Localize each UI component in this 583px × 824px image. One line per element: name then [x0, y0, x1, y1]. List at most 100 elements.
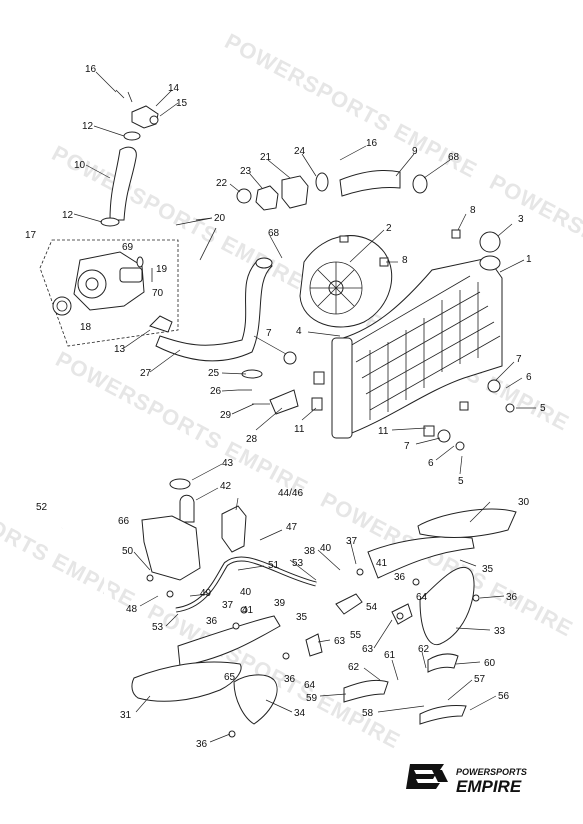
callout: 68 — [268, 228, 280, 239]
callout: 12 — [82, 121, 94, 132]
callout: 15 — [176, 98, 188, 109]
callout: 2 — [386, 223, 392, 234]
callout: 16 — [85, 64, 97, 75]
callout: 7 — [266, 328, 272, 339]
callout: 63 — [362, 644, 374, 655]
svg-text:POWERSPORTS EMPIRE: POWERSPORTS EMPIRE — [52, 346, 313, 500]
side-panel-34 — [233, 674, 278, 725]
callout: 20 — [214, 213, 226, 224]
callout: 36 — [284, 674, 296, 685]
fairing-31 — [131, 661, 242, 702]
coolant-hose-upper — [100, 146, 137, 227]
callout: 11 — [378, 426, 389, 437]
callout: 40 — [320, 543, 332, 554]
mounting-brackets — [305, 593, 467, 725]
callout: 41 — [242, 605, 254, 616]
callout: 49 — [200, 588, 212, 599]
callout: 66 — [118, 516, 130, 527]
callout: 8 — [470, 205, 476, 216]
callout: 36 — [506, 592, 518, 603]
callout: 36 — [394, 572, 406, 583]
callout: 37 — [222, 600, 234, 611]
callout: 58 — [362, 708, 374, 719]
callout: 28 — [246, 434, 258, 445]
callout: 48 — [126, 604, 138, 615]
bolts-20 — [175, 217, 217, 261]
callout: 10 — [74, 160, 86, 171]
callout: 42 — [220, 481, 232, 492]
callout: 38 — [304, 546, 316, 557]
callout: 7 — [516, 354, 522, 365]
callout: 68 — [448, 152, 460, 163]
callout: 1 — [526, 254, 532, 265]
side-panel-35 — [367, 536, 475, 579]
callout: 37 — [346, 536, 358, 547]
callout: 11 — [294, 424, 305, 435]
overflow-tank — [141, 478, 201, 581]
callout: 3 — [518, 214, 524, 225]
hose-9 — [339, 169, 428, 197]
callout: 4 — [296, 326, 302, 337]
thermostat-parts — [236, 172, 329, 211]
callout: 22 — [216, 178, 228, 189]
leader-lines — [73, 71, 536, 743]
svg-text:POWERSPORTS EMPIRE: POWERSPORTS EMPIRE — [0, 458, 140, 612]
callout: 69 — [122, 242, 134, 253]
callout: 5 — [458, 476, 464, 487]
callout: 44/46 — [278, 488, 303, 499]
callout: 54 — [366, 602, 378, 613]
callout: 17 — [25, 230, 37, 241]
callout: 7 — [404, 441, 410, 452]
callout: 60 — [484, 658, 496, 669]
svg-text:POWERSPORTS: POWERSPORTS — [456, 767, 527, 777]
side-panel-33 — [419, 566, 475, 646]
callout: 35 — [296, 612, 308, 623]
callout: 41 — [376, 558, 388, 569]
callout: 47 — [286, 522, 298, 533]
callout: 57 — [474, 674, 486, 685]
callout: 26 — [210, 386, 222, 397]
callout: 40 — [240, 587, 252, 598]
radiator-mounts — [238, 351, 515, 451]
callout: 64 — [304, 680, 316, 691]
callout: 59 — [306, 693, 318, 704]
callout: 53 — [152, 622, 164, 633]
water-pump — [39, 239, 179, 347]
fasteners — [146, 568, 480, 738]
callout: 62 — [418, 644, 430, 655]
side-cover-30 — [417, 508, 517, 538]
logo-emblem-icon — [406, 764, 448, 789]
callout: 5 — [540, 403, 546, 414]
callout: 30 — [518, 497, 530, 508]
callout: 63 — [334, 636, 346, 647]
callout: 21 — [260, 152, 272, 163]
callout: 56 — [498, 691, 510, 702]
overflow-hose — [61, 524, 109, 679]
callout: 43 — [222, 458, 234, 469]
radiator — [331, 229, 503, 439]
callout: 23 — [240, 166, 252, 177]
callout: 14 — [168, 83, 180, 94]
callout: 25 — [208, 368, 220, 379]
callout-labels: 16 14 15 12 10 12 17 69 19 70 18 13 27 2… — [25, 64, 546, 750]
callout: 13 — [114, 344, 126, 355]
callout: 50 — [122, 546, 134, 557]
callout: 62 — [348, 662, 360, 673]
callout: 52 — [36, 502, 48, 513]
callout: 51 — [268, 560, 280, 571]
callout: 24 — [294, 146, 306, 157]
callout: 36 — [196, 739, 208, 750]
callout: 8 — [402, 255, 408, 266]
breather-hose-51 — [175, 556, 317, 613]
callout: 70 — [152, 288, 164, 299]
callout: 27 — [140, 368, 152, 379]
callout: 6 — [526, 372, 532, 383]
svg-text:EMPIRE: EMPIRE — [456, 777, 522, 796]
callout: 39 — [274, 598, 286, 609]
thermostat-housing — [115, 89, 159, 141]
callout: 36 — [206, 616, 218, 627]
callout: 55 — [350, 630, 362, 641]
callout: 33 — [494, 626, 506, 637]
cooling-fan — [299, 235, 393, 328]
